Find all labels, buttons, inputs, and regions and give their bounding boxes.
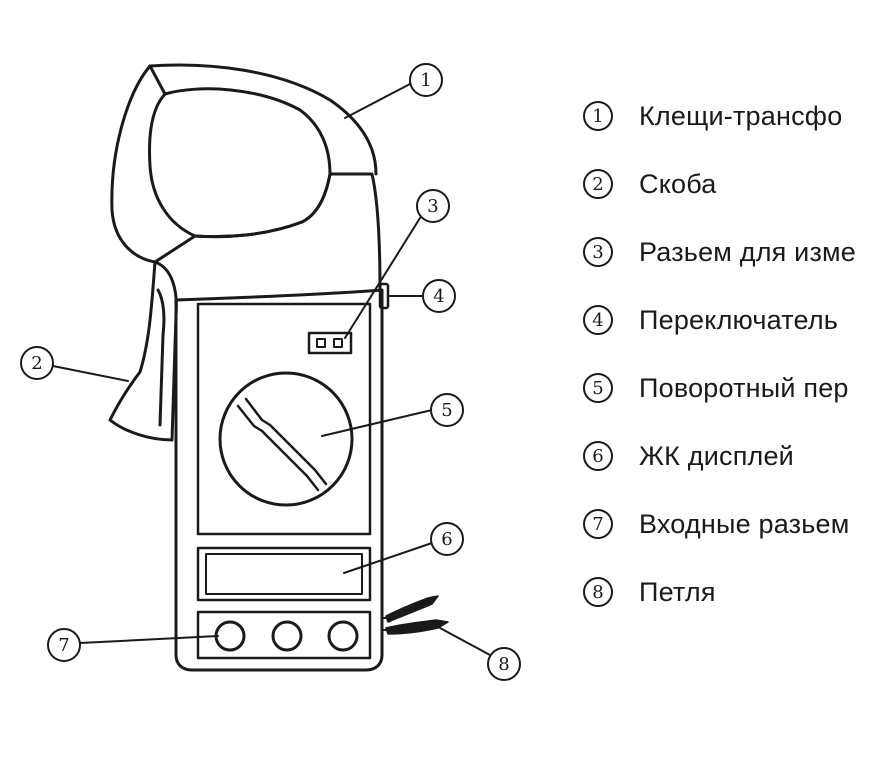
legend-item-8: 8 Петля <box>583 558 888 626</box>
legend-badge: 6 <box>583 441 613 471</box>
svg-text:5: 5 <box>441 400 452 421</box>
legend-label: Петля <box>639 576 716 607</box>
legend-item-7: 7 Входные разьем <box>583 490 888 558</box>
legend-badge: 3 <box>583 237 613 267</box>
measure-jack-pin-left <box>316 338 326 348</box>
svg-text:8: 8 <box>498 654 509 675</box>
legend-label: Клещи-трансфо <box>639 100 843 131</box>
range-switch <box>378 282 390 310</box>
legend-item-1: 1 Клещи-трансфо <box>583 82 888 150</box>
clamp-jaw-top <box>148 63 378 176</box>
legend-item-5: 5 Поворотный пер <box>583 354 888 422</box>
callout-2: 2 <box>20 346 54 380</box>
svg-text:7: 7 <box>58 635 69 656</box>
legend-item-3: 3 Разьем для изме <box>583 218 888 286</box>
trigger-bracket-inner <box>156 288 166 427</box>
svg-text:1: 1 <box>420 70 431 91</box>
strap-lower <box>385 619 449 635</box>
dial-panel <box>196 302 372 536</box>
measure-jack <box>307 331 353 355</box>
legend-label: Входные разьем <box>639 508 850 539</box>
callout-1: 1 <box>409 63 443 97</box>
jaw-seam <box>148 64 167 96</box>
lcd-display-screen <box>205 553 363 595</box>
rotary-dial <box>218 371 354 507</box>
svg-text:6: 6 <box>441 529 452 550</box>
svg-text:2: 2 <box>31 353 42 374</box>
legend-label: Переключатель <box>639 304 839 335</box>
legend: 1 Клещи-трансфо 2 Скоба 3 Разьем для изм… <box>583 82 888 626</box>
legend-label: Скоба <box>639 168 717 199</box>
legend-item-4: 4 Переключатель <box>583 286 888 354</box>
clamp-jaw-opening <box>148 87 332 239</box>
leader-5 <box>321 409 433 437</box>
callout-6: 6 <box>430 522 464 556</box>
legend-badge: 4 <box>583 305 613 335</box>
meter-body <box>174 288 384 672</box>
callout-7: 7 <box>47 628 81 662</box>
legend-badge: 8 <box>583 577 613 607</box>
legend-badge: 1 <box>583 101 613 131</box>
rotary-dial-pointer <box>236 397 328 492</box>
trigger-bracket <box>108 260 178 442</box>
input-jack-1 <box>214 620 246 652</box>
svg-text:3: 3 <box>427 196 438 217</box>
input-jack-2 <box>271 620 303 652</box>
callout-3: 3 <box>416 189 450 223</box>
legend-badge: 2 <box>583 169 613 199</box>
leader-1 <box>344 83 411 119</box>
legend-item-6: 6 ЖК дисплей <box>583 422 888 490</box>
strap-loop <box>381 617 387 631</box>
legend-badge: 7 <box>583 509 613 539</box>
leader-8 <box>439 627 491 656</box>
callout-5: 5 <box>430 393 464 427</box>
strap-upper <box>385 595 439 623</box>
legend-label: Разьем для изме <box>639 236 857 267</box>
input-jack-3 <box>327 620 359 652</box>
legend-badge: 5 <box>583 373 613 403</box>
input-jacks-panel <box>196 610 372 660</box>
svg-text:4: 4 <box>433 286 444 307</box>
legend-label: Поворотный пер <box>639 372 849 403</box>
lcd-display-frame <box>196 546 372 602</box>
callout-4: 4 <box>422 279 456 313</box>
leader-3 <box>344 217 421 339</box>
leader-2 <box>52 365 129 382</box>
measure-jack-pin-right <box>333 338 343 348</box>
legend-label: ЖК дисплей <box>639 440 794 471</box>
callout-8: 8 <box>487 647 521 681</box>
leader-7 <box>79 635 219 644</box>
legend-item-2: 2 Скоба <box>583 150 888 218</box>
leader-6 <box>343 542 433 574</box>
